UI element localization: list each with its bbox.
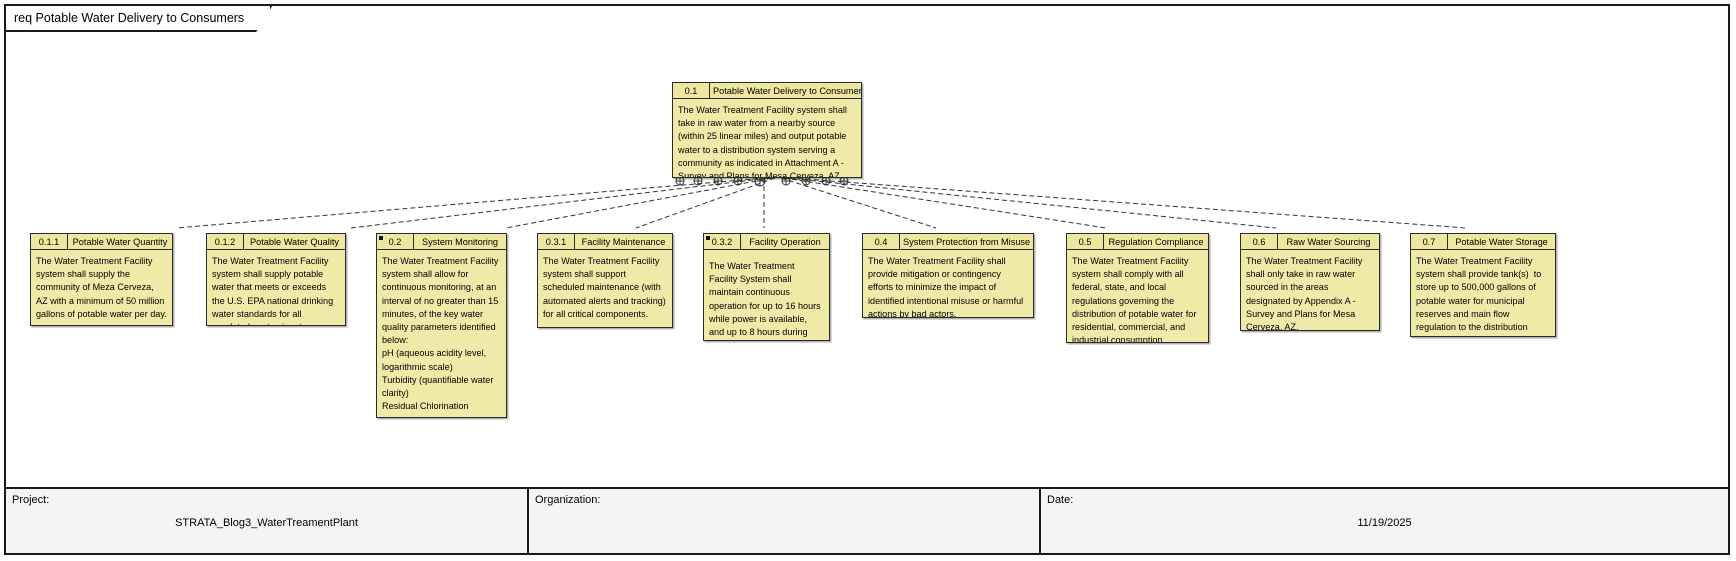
- footer-project-value: STRATA_Blog3_WaterTreamentPlant: [175, 517, 358, 529]
- diagram-footer: Project: STRATA_Blog3_WaterTreamentPlant…: [6, 487, 1728, 553]
- requirement-header: 0.3.2 Facility Operation: [704, 234, 829, 250]
- requirement-name: Regulation Compliance: [1108, 236, 1204, 247]
- requirement-id: 0.1.2: [207, 234, 244, 249]
- footer-cell-organization: Organization:: [529, 489, 1041, 553]
- footer-date-label: Date:: [1047, 494, 1074, 506]
- requirement-id: 0.6: [1241, 234, 1278, 249]
- requirement-id: 0.3.1: [538, 234, 575, 249]
- stereotype-marker-icon: [705, 235, 710, 240]
- requirement-name: System Protection from Misuse: [903, 236, 1031, 247]
- footer-date-value: 11/19/2025: [1357, 517, 1412, 529]
- requirement-name: Potable Water Quality: [249, 236, 340, 247]
- requirement-text: The Water Treatment Facility system shal…: [673, 99, 861, 178]
- requirement-id: 0.2: [377, 234, 414, 249]
- requirement-name: Potable Water Quantity: [72, 236, 168, 247]
- requirement-id: 0.3.2: [704, 234, 741, 249]
- requirement-header: 0.1.2 Potable Water Quality: [207, 234, 345, 250]
- requirement-node-root[interactable]: 0.1 Potable Water Delivery to Consumers …: [672, 82, 862, 178]
- requirement-text: The Water Treatment Facility system shal…: [1067, 250, 1208, 343]
- requirement-name: Raw Water Sourcing: [1286, 236, 1371, 247]
- requirement-text-content: The Water Treatment Facility shall provi…: [868, 256, 1026, 318]
- requirement-text: The Water Treatment Facility shall provi…: [863, 250, 1033, 318]
- requirement-node-0-1-2[interactable]: 0.1.2 Potable Water Quality The Water Tr…: [206, 233, 346, 326]
- diagram-frame-label-text: req Potable Water Delivery to Consumers: [14, 11, 245, 25]
- requirement-text: The Water Treatment Facility system shal…: [31, 250, 172, 325]
- requirement-name: Potable Water Delivery to Consumers: [713, 85, 862, 96]
- requirement-header: 0.2 System Monitoring: [377, 234, 506, 250]
- requirement-node-0-3-1[interactable]: 0.3.1 Facility Maintenance The Water Tre…: [537, 233, 673, 328]
- requirement-header: 0.7 Potable Water Storage: [1411, 234, 1555, 250]
- requirement-text-content: The Water Treatment Facility system shal…: [543, 256, 669, 319]
- requirement-text-content: The Water Treatment Facility System shal…: [709, 261, 821, 338]
- requirement-name: System Monitoring: [421, 236, 499, 247]
- diagram-canvas: 0.1 Potable Water Delivery to Consumers …: [6, 6, 1728, 553]
- requirement-text-content: The Water Treatment Facility system shal…: [212, 256, 334, 325]
- requirement-text-content: The Water Treatment Facility system shal…: [678, 105, 850, 178]
- requirement-id: 0.4: [863, 234, 900, 249]
- requirement-id: 0.7: [1411, 234, 1448, 249]
- requirement-name: Potable Water Storage: [1455, 236, 1548, 247]
- requirement-header: 0.1.1 Potable Water Quantity: [31, 234, 172, 250]
- requirement-name: Facility Maintenance: [581, 236, 666, 247]
- requirement-node-0-3-2[interactable]: 0.3.2 Facility Operation The Water Treat…: [703, 233, 830, 341]
- requirement-text-content: The Water Treatment Facility system shal…: [382, 256, 499, 412]
- diagram-frame-label: req Potable Water Delivery to Consumers: [6, 6, 272, 32]
- requirement-header: 0.6 Raw Water Sourcing: [1241, 234, 1379, 250]
- requirement-node-0-6[interactable]: 0.6 Raw Water Sourcing The Water Treatme…: [1240, 233, 1380, 331]
- requirement-text: The Water Treatment Facility System shal…: [704, 250, 829, 340]
- requirement-node-0-4[interactable]: 0.4 System Protection from Misuse The Wa…: [862, 233, 1034, 318]
- requirement-header: 0.1 Potable Water Delivery to Consumers: [673, 83, 861, 99]
- requirement-text: The Water Treatment Facility system shal…: [207, 250, 345, 325]
- requirement-node-0-2[interactable]: 0.2 System Monitoring The Water Treatmen…: [376, 233, 507, 418]
- footer-cell-project: Project: STRATA_Blog3_WaterTreamentPlant: [6, 489, 529, 553]
- requirement-id: 0.5: [1067, 234, 1104, 249]
- requirement-text: The Water Treatment Facility shall only …: [1241, 250, 1379, 331]
- requirement-text: The Water Treatment Facility system shal…: [1411, 250, 1555, 336]
- requirement-text: The Water Treatment Facility system shal…: [377, 250, 506, 417]
- requirement-node-0-1-1[interactable]: 0.1.1 Potable Water Quantity The Water T…: [30, 233, 173, 326]
- requirement-header: 0.4 System Protection from Misuse: [863, 234, 1033, 250]
- diagram-frame: req Potable Water Delivery to Consumers: [4, 4, 1730, 555]
- footer-organization-label: Organization:: [535, 494, 601, 506]
- requirement-text: The Water Treatment Facility system shal…: [538, 250, 672, 325]
- stereotype-marker-icon: [378, 235, 383, 240]
- requirement-id: 0.1.1: [31, 234, 68, 249]
- requirement-text-content: The Water Treatment Facility system shal…: [1416, 256, 1542, 336]
- requirement-id: 0.1: [673, 83, 710, 98]
- requirement-header: 0.3.1 Facility Maintenance: [538, 234, 672, 250]
- requirement-name: Facility Operation: [749, 236, 821, 247]
- requirement-node-0-7[interactable]: 0.7 Potable Water Storage The Water Trea…: [1410, 233, 1556, 337]
- requirement-header: 0.5 Regulation Compliance: [1067, 234, 1208, 250]
- requirement-text-content: The Water Treatment Facility system shal…: [1072, 256, 1199, 343]
- footer-project-label: Project:: [12, 494, 50, 506]
- footer-cell-date: Date: 11/19/2025: [1041, 489, 1728, 553]
- requirement-node-0-5[interactable]: 0.5 Regulation Compliance The Water Trea…: [1066, 233, 1209, 343]
- requirement-text-content: The Water Treatment Facility shall only …: [1246, 256, 1365, 331]
- requirement-text-content: The Water Treatment Facility system shal…: [36, 256, 167, 319]
